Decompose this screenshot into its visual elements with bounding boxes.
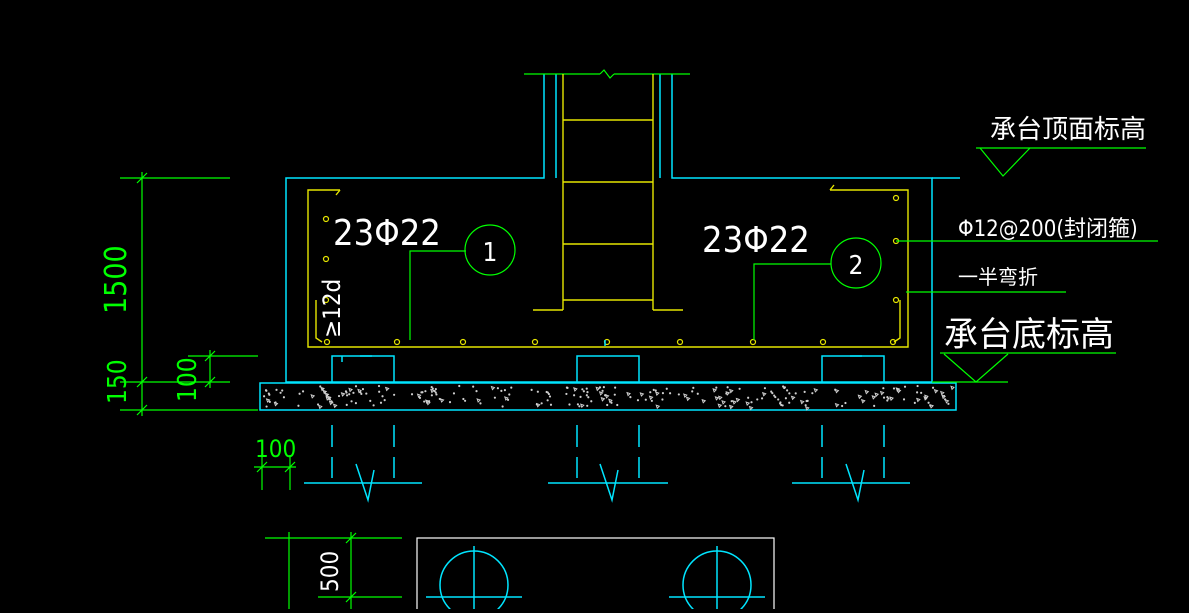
plan-pile-left: [426, 546, 522, 613]
rebar-label-left: 23Φ22: [333, 213, 441, 254]
dim-100-cover: 100: [255, 435, 296, 463]
top-elevation-label: 承台顶面标高: [990, 115, 1146, 145]
callout-circle-1: [464, 224, 516, 276]
dimension-chain-left: [120, 172, 258, 416]
pile-left: [304, 355, 422, 503]
dim-150: 150: [103, 359, 133, 404]
pile-right: [792, 355, 910, 503]
bottom-elevation-label: 承台底标高: [944, 315, 1114, 355]
plan-pile-right: [669, 546, 765, 613]
dim-500: 500: [316, 551, 344, 592]
rebar-label-right: 23Φ22: [702, 220, 810, 261]
dim-100-embed: 100: [173, 357, 203, 402]
dimension-plan-500: [265, 532, 402, 609]
callout-label-2: 2: [849, 251, 864, 281]
callout-label-1: 1: [483, 238, 498, 268]
pile-center: [548, 340, 668, 503]
anchorage-note: ≥12d: [318, 279, 346, 338]
stirrup-label: Φ12@200(封闭箍): [958, 217, 1138, 242]
rebar-dots: [322, 194, 900, 346]
plan-view: [416, 537, 775, 613]
piles: [304, 340, 910, 503]
column-break-line: [524, 69, 690, 79]
column-rebar-cage: [533, 74, 683, 311]
callout-circle-2: [830, 237, 882, 289]
bottom-elevation-marker: [932, 352, 1116, 383]
cap-concrete-outline: [285, 69, 933, 383]
dim-cap-height: 1500: [99, 245, 134, 314]
dimension-pile-cover: [254, 455, 296, 490]
top-elevation-marker: [932, 147, 1146, 179]
cap-rebar: [307, 184, 909, 348]
bend-half-label: 一半弯折: [958, 265, 1038, 289]
blinding-layer: [259, 382, 957, 411]
callout-leaders: [409, 240, 1158, 340]
